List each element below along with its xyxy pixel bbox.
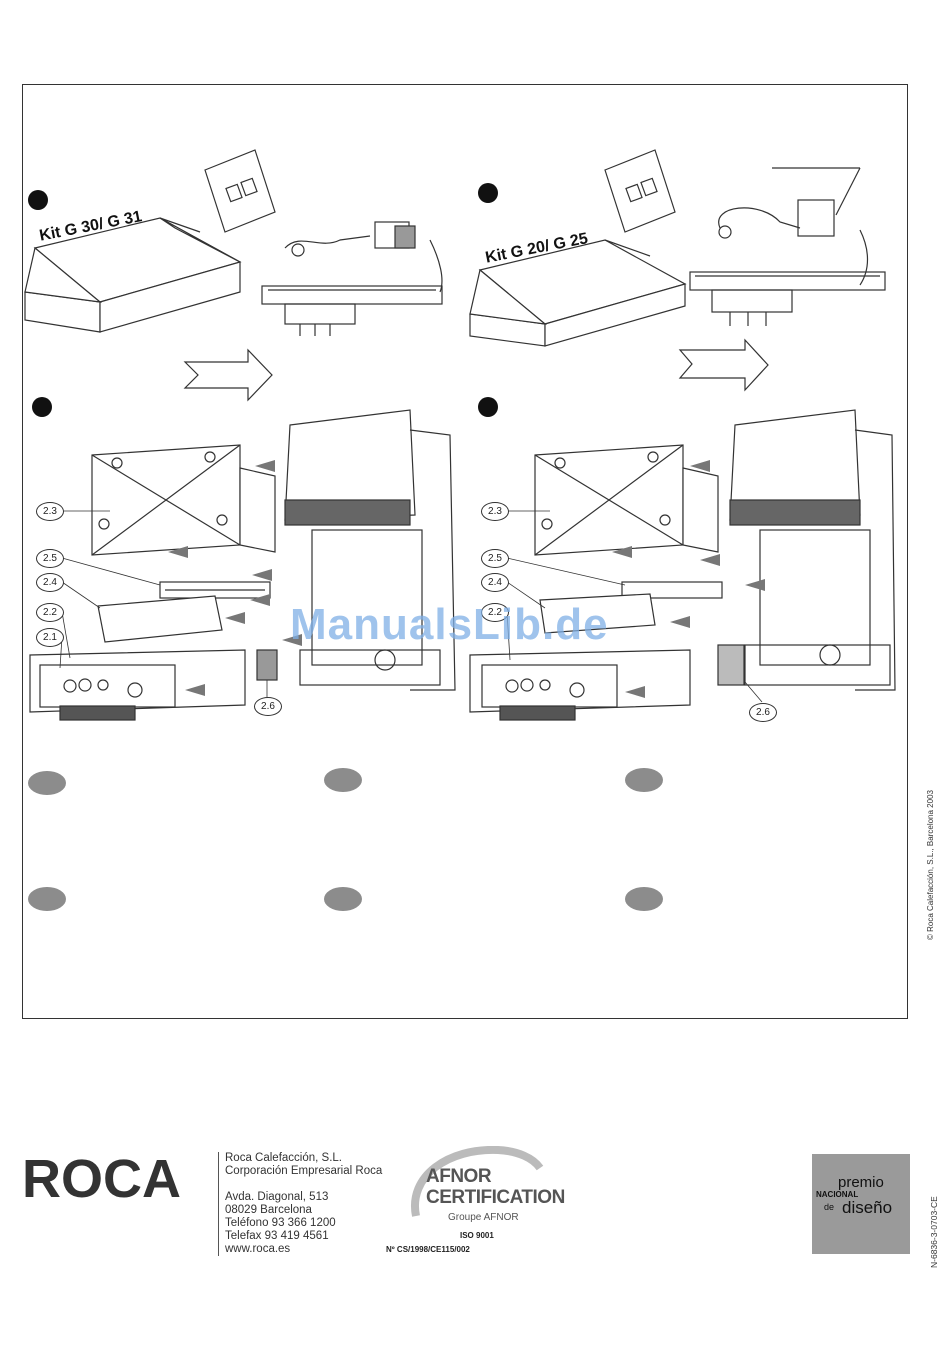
kit-box-right <box>469 239 687 347</box>
premio-nacional-diseno-logo: premio NACIONAL de diseño <box>812 1154 910 1254</box>
kit-box-left <box>24 217 242 333</box>
arrow-right <box>678 338 769 392</box>
language-marker <box>625 887 663 911</box>
fax-line: Telefax 93 419 4561 <box>225 1230 329 1242</box>
watermark: ManualsLib.de <box>290 600 609 649</box>
document-code: N-6836-3-0703-CE <box>929 1196 939 1268</box>
iso-label: ISO 9001 <box>460 1231 494 1240</box>
step-marker <box>478 183 498 203</box>
manual-booklet-right <box>604 149 676 233</box>
callout-2-1: 2.1 <box>36 628 64 647</box>
callout-2-2: 2.2 <box>481 603 509 622</box>
company-address: Roca Calefacción, S.L. Corporación Empre… <box>218 1152 382 1256</box>
address-line: Avda. Diagonal, 513 <box>225 1191 329 1203</box>
website-line: www.roca.es <box>225 1243 291 1255</box>
boiler-exploded-right <box>469 409 896 721</box>
de-word: de <box>824 1202 835 1212</box>
premio-word: premio <box>838 1174 884 1191</box>
step-marker <box>478 397 498 417</box>
callout-2-4: 2.4 <box>36 573 64 592</box>
callout-2-2: 2.2 <box>36 603 64 622</box>
afnor-title: AFNOR <box>426 1166 492 1187</box>
phone-line: Teléfono 93 366 1200 <box>225 1217 336 1229</box>
company-group: Corporación Empresarial Roca <box>225 1165 383 1177</box>
language-marker <box>28 887 66 911</box>
callout-2-6: 2.6 <box>254 697 282 716</box>
copyright-note: © Roca Calefacción, S.L., Barcelona 2003 <box>926 790 935 940</box>
burner-kit-left <box>261 221 443 336</box>
afnor-certification: CERTIFICATION <box>426 1187 565 1208</box>
callout-2-3: 2.3 <box>481 502 509 521</box>
language-marker <box>28 771 66 795</box>
illustration-frame <box>22 84 908 1019</box>
company-name: Roca Calefacción, S.L. <box>225 1152 342 1164</box>
afnor-group: Groupe AFNOR <box>448 1212 519 1223</box>
boiler-exploded-left <box>29 409 456 721</box>
nacional-word: NACIONAL <box>816 1190 859 1199</box>
callout-2-6: 2.6 <box>749 703 777 722</box>
language-marker <box>324 887 362 911</box>
callout-2-5: 2.5 <box>36 549 64 568</box>
roca-logo: ROCA <box>22 1149 181 1209</box>
diseno-word: diseño <box>842 1198 893 1217</box>
action-arrows <box>168 460 765 698</box>
language-marker <box>324 768 362 792</box>
step-marker <box>28 190 48 210</box>
callout-2-5: 2.5 <box>481 549 509 568</box>
manual-booklet-left <box>204 149 276 233</box>
callout-2-3: 2.3 <box>36 502 64 521</box>
assembly-illustrations <box>24 149 896 721</box>
burner-kit-right <box>689 167 886 326</box>
address-line: 08029 Barcelona <box>225 1204 312 1216</box>
certificate-number: Nº CS/1998/CE115/002 <box>386 1245 470 1254</box>
step-marker <box>32 397 52 417</box>
callout-2-4: 2.4 <box>481 573 509 592</box>
language-marker <box>625 768 663 792</box>
arrow-left <box>183 348 273 402</box>
